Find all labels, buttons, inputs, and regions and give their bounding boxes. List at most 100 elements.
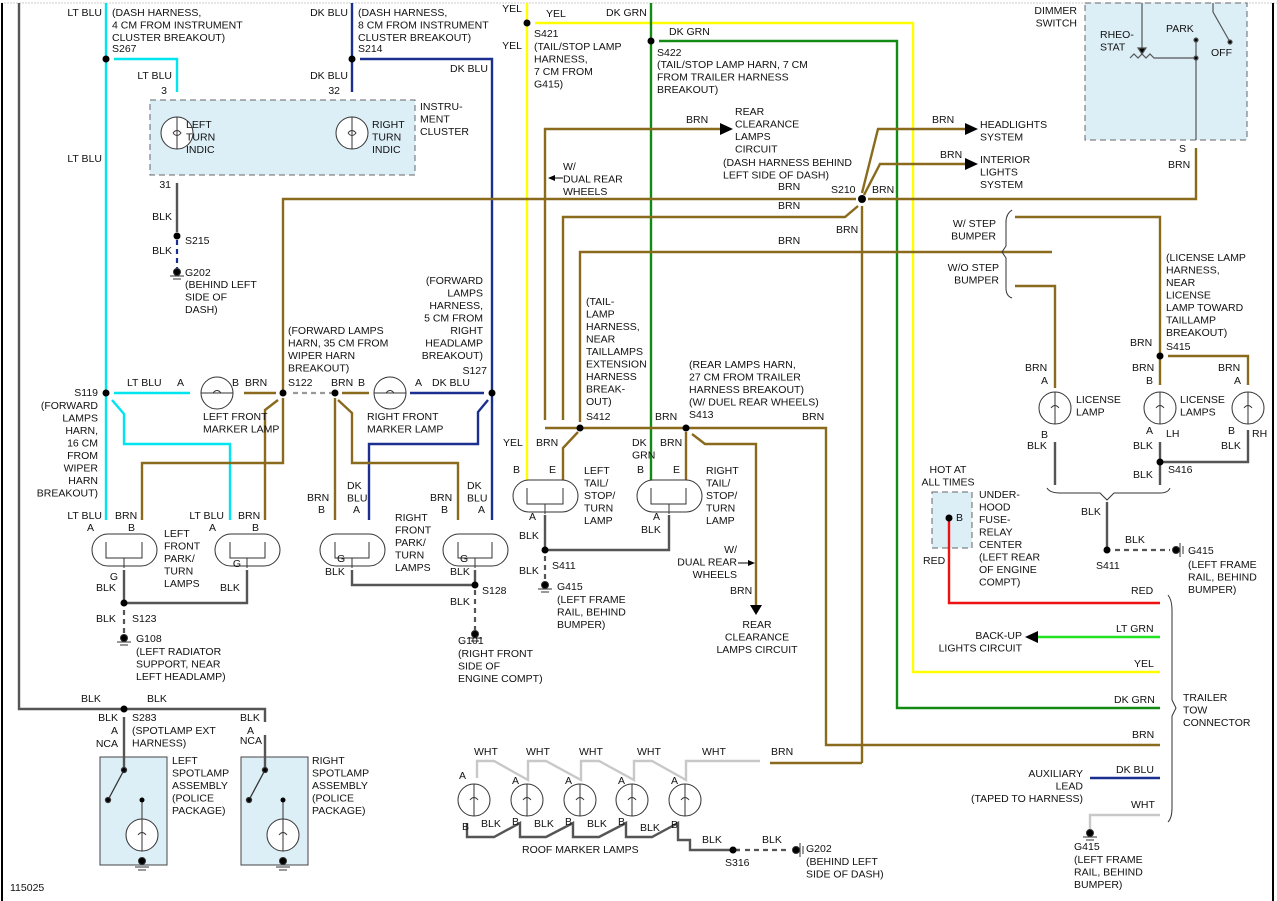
right-spotlamp-bulb (266, 797, 300, 852)
components-fuse_relay-line-1: HOOD (979, 502, 1011, 514)
pin: A (353, 504, 360, 516)
wire-label: LT BLU (67, 153, 102, 165)
components-left_tail-line-4: LAMP (584, 515, 613, 527)
circuits-rear_clearance_bottom-line-0: REAR (742, 619, 772, 631)
wire-blk-rf-park (350, 570, 477, 587)
wire-blk-tail (543, 515, 671, 552)
wire-label: BLK (587, 818, 607, 830)
components-right_front_marker-line-1: MARKER LAMP (367, 424, 443, 436)
wire-label: LT BLU (137, 70, 172, 82)
splices-s122-note-line-1: HARN, 35 CM FROM (288, 338, 388, 350)
pin-31: 31 (159, 179, 171, 191)
components-left_spotlamp-line-2: ASSEMBLY (172, 780, 228, 792)
pin-nca: NCA (96, 738, 118, 750)
circuits-w_step-line-1: BUMPER (951, 231, 996, 243)
left-front-marker-bulb (200, 376, 234, 410)
figure-id: 115025 (10, 882, 44, 894)
wire-label: BRN (932, 114, 954, 126)
splices-s127-note-line-1: LAMPS (447, 288, 483, 300)
license-lamp-rh-bulb (1231, 391, 1265, 425)
splices-s214-note-line-2: CLUSTER BREAKOUT) (358, 32, 471, 44)
splices-s415-note-line-3: LICENSE (1166, 290, 1211, 302)
wire-label: BRN (660, 437, 682, 449)
grounds-g415a-note-line-2: BUMPER) (557, 619, 605, 631)
wire-label: BRN (115, 510, 137, 522)
wire-label: WHT (702, 746, 726, 758)
wire-brn-rear-clearance-top (543, 127, 720, 420)
wire-label: BLK (450, 566, 470, 578)
components-left_tail-line-3: TURN (584, 503, 613, 515)
splice-s316: S316 (725, 857, 750, 869)
components-right_park_turn-line-4: LAMPS (395, 562, 431, 574)
wire-label: DK GRN (1114, 694, 1155, 706)
circuits-interior-line-2: SYSTEM (980, 179, 1023, 191)
wire-label-line-1: BLU (467, 493, 487, 505)
pin: A (512, 775, 519, 787)
splices-s412-note-line-5: EXTENSION (586, 359, 647, 371)
splices-s122-note-line-0: (FORWARD LAMPS (288, 325, 384, 337)
roof-marker-2 (510, 783, 544, 817)
pin: A (459, 770, 466, 782)
components-rheostat-line-0: RHEO- (1100, 29, 1134, 41)
splice-s215: S215 (185, 235, 210, 247)
circuits-rear_clearance_top-line-3: CIRCUIT (735, 144, 778, 156)
wire-label: LT BLU (67, 510, 102, 522)
splices-s412-note-line-3: NEAR (586, 334, 616, 346)
wire-label: RED (1131, 585, 1154, 597)
pin-32: 32 (328, 85, 340, 97)
components-right_park_turn-line-2: PARK/ (395, 537, 426, 549)
splice-s128: S128 (482, 585, 507, 597)
wire-label: BLK (519, 565, 539, 577)
wire-label: LT BLU (189, 510, 224, 522)
ground-symbols (117, 268, 1184, 871)
grounds-g108-note-line-2: LEFT HEADLAMP) (136, 671, 226, 683)
circuits-backup-line-0: BACK-UP (975, 630, 1022, 642)
license-ground-brace (1046, 487, 1171, 501)
grounds-g202a-note-line-1: SIDE OF (185, 292, 227, 304)
wire-brn-interior (862, 162, 965, 196)
wire-label: BLK (147, 693, 167, 705)
wire-brn-s210-dimmer (868, 148, 1198, 201)
components-license_lamp-line-1: LAMP (1076, 407, 1105, 419)
splices-s422-note-line-0: (TAIL/STOP LAMP HARN, 7 CM (657, 59, 808, 71)
components-right_tail-line-2: STOP/ (706, 490, 737, 502)
pin: A (565, 775, 572, 787)
wire-label: BRN (778, 235, 800, 247)
wire-label: BLK (98, 712, 118, 724)
wire-label: LT BLU (67, 7, 102, 19)
license-lamp-lh-bulb (1143, 391, 1177, 425)
wire-brn-s415-rh (1168, 354, 1250, 385)
circuits-headlights-line-1: SYSTEM (980, 132, 1023, 144)
splices-s119-note-line-3: 16 CM (67, 438, 98, 450)
pin-nca: NCA (240, 735, 262, 747)
wire-label: BLK (152, 245, 172, 257)
components-roof_marker: ROOF MARKER LAMPS (522, 844, 639, 856)
components-left_turn_indic-line-1: TURN (186, 132, 215, 144)
wire-brn-headlights (860, 127, 965, 194)
ground-g415: G415 (1074, 841, 1100, 853)
components-instrument_cluster-line-2: CLUSTER (420, 126, 469, 138)
splice-s127: S127 (462, 365, 487, 377)
grounds-g415c-note-line-1: RAIL, BEHIND (1074, 867, 1143, 879)
pin: A (618, 775, 625, 787)
pin-lh: LH (1166, 428, 1179, 440)
round-bulbs (125, 116, 1265, 852)
pin: B (1041, 429, 1048, 441)
left-turn-indic-bulb (160, 116, 194, 150)
grounds-g101-note-line-0: (RIGHT FRONT (458, 648, 534, 660)
components-rheostat-line-1: STAT (1100, 42, 1126, 54)
splices-s127-note-line-4: RIGHT (450, 325, 483, 337)
wire-blk-license-rh (1160, 430, 1250, 464)
circuits-dual_rear_bottom-line-2: WHEELS (693, 569, 737, 581)
left-spotlamp-bulb (125, 797, 159, 852)
components-left_park_turn-line-3: TURN (164, 566, 193, 578)
wire-label: BLK (702, 834, 722, 846)
wire-label: BLK (534, 818, 554, 830)
wire-dk-blu-s214 (360, 57, 494, 520)
circuits-rear_clearance_bottom-line-2: LAMPS CIRCUIT (716, 644, 798, 656)
pin: A (177, 377, 184, 389)
grounds-g108-note-line-1: SUPPORT, NEAR (136, 659, 221, 671)
pin: A (653, 511, 660, 523)
splices-s413-note-line-2: HARNESS BREAKOUT) (689, 384, 804, 396)
splices-s413-note-line-0: (REAR LAMPS HARN, (689, 359, 796, 371)
